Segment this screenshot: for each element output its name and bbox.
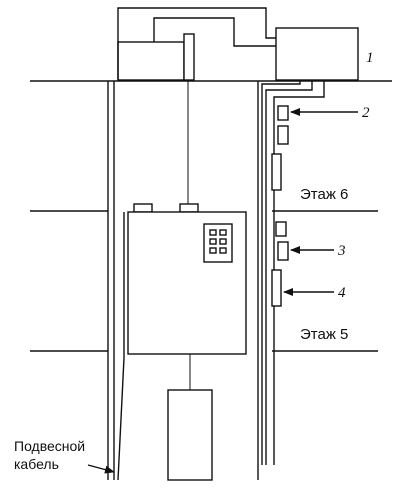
callout-4-label: 4 xyxy=(338,285,346,301)
car-operating-panel xyxy=(203,223,233,263)
floor-lines xyxy=(30,80,392,352)
callout-3-label: 3 xyxy=(337,243,346,259)
machine-room-wiring-outer xyxy=(117,7,276,80)
callout-arrows xyxy=(87,108,358,474)
cable-label-arrow xyxy=(87,464,115,474)
hoistway-walls xyxy=(107,81,259,480)
panel-button xyxy=(219,238,227,245)
elevator-car xyxy=(127,203,247,481)
traveling-cable-loop xyxy=(117,212,125,481)
floor5-position-switch xyxy=(275,221,287,237)
hall-wiring xyxy=(261,80,325,465)
riser-wire-2 xyxy=(265,80,313,465)
panel-button xyxy=(219,229,227,236)
panel-button xyxy=(219,247,227,254)
hoist-machine xyxy=(117,41,185,81)
cable-label-line1: Подвесной xyxy=(14,438,85,454)
riser-wire-3 xyxy=(261,80,301,465)
panel-button xyxy=(209,238,217,245)
panel-button xyxy=(209,247,217,254)
floor-6-label: Этаж 6 xyxy=(300,186,348,203)
callout-2-label: 2 xyxy=(362,105,370,121)
floor-5-label: Этаж 5 xyxy=(300,326,348,343)
machine-room-wiring-inner xyxy=(153,17,276,47)
car-roof-device-right xyxy=(179,203,199,213)
floor5-hall-button xyxy=(277,241,289,261)
counterweight-block xyxy=(167,389,213,481)
panel-button xyxy=(209,229,217,236)
cable-label-line2: кабель xyxy=(14,456,59,472)
floor6-door-lock xyxy=(271,153,282,191)
floor5-door-lock xyxy=(271,269,282,307)
floor6-position-switch xyxy=(277,105,289,121)
callout-1-label: 1 xyxy=(366,50,374,66)
panel-frame xyxy=(203,223,233,263)
machine-room xyxy=(117,7,359,206)
floor6-hall-button xyxy=(277,125,289,145)
controller-cabinet xyxy=(275,27,359,81)
traveling-cable xyxy=(117,212,125,481)
sheave xyxy=(183,33,195,81)
car-roof-device-left xyxy=(133,203,153,213)
